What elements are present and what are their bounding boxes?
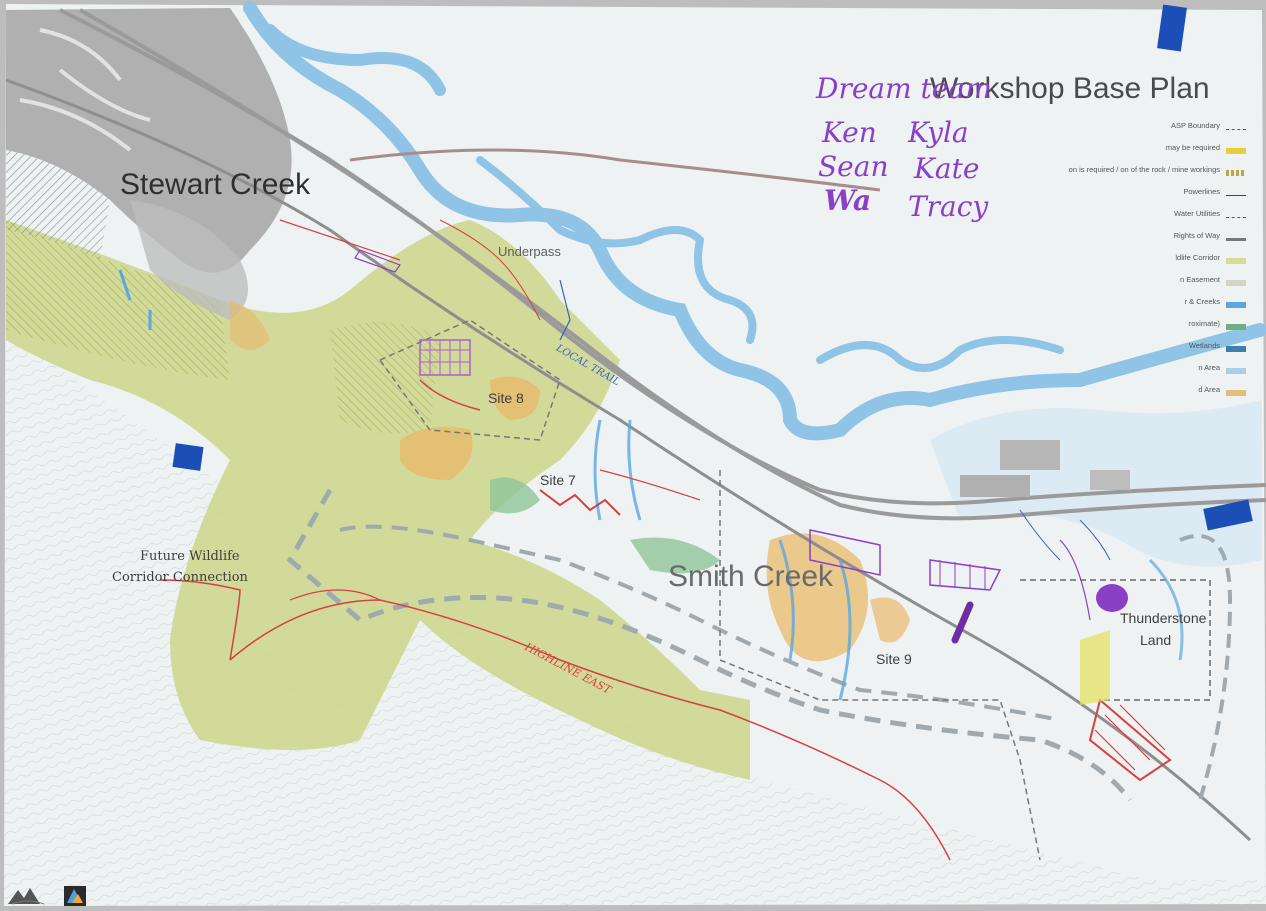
label-smith-creek: Smith Creek <box>668 560 834 593</box>
handwriting-name-kate: Kate <box>914 152 980 185</box>
legend-label: n Easement <box>1179 275 1220 284</box>
handwriting-name-tracy: Tracy <box>908 190 989 223</box>
handwriting-name-sean: Sean <box>818 150 889 183</box>
legend-label: Wetlands <box>1188 341 1220 350</box>
legend-symbol <box>1226 258 1246 264</box>
label-site-9: Site 9 <box>876 651 912 667</box>
label-thunderstone: Thunderstone <box>1120 610 1207 626</box>
legend-symbol <box>1226 195 1246 196</box>
legend-item: r & Creeks <box>1100 294 1250 316</box>
legend-label: roximate) <box>1188 319 1220 328</box>
legend-label: Water Utilities <box>1174 209 1220 218</box>
legend-label: n Area <box>1198 363 1220 372</box>
map-legend: ASP Boundary may be required on is require… <box>1069 118 1250 404</box>
label-corridor-line-2: Corridor Connection <box>112 570 248 585</box>
legend-item: Powerlines <box>1100 184 1250 206</box>
highline-east-trail <box>229 599 951 861</box>
map-title: Workshop Base Plan <box>930 72 1210 105</box>
asp-boundary <box>286 488 1132 802</box>
tape-left <box>172 443 204 471</box>
label-site-7: Site 7 <box>540 472 576 488</box>
legend-symbol <box>1226 302 1246 308</box>
legend-item: ASP Boundary <box>1100 118 1250 140</box>
legend-symbol <box>1226 238 1246 241</box>
handwriting-name-kyla: Kyla <box>908 116 969 149</box>
legend-symbol <box>1226 368 1246 374</box>
legend-label: on is required / on of the rock / mine w… <box>1068 165 1220 174</box>
legend-item: d Area <box>1100 382 1250 404</box>
label-thunderstone-land: Land <box>1140 632 1172 648</box>
legend-item: Water Utilities <box>1100 206 1250 228</box>
label-corridor-line-1: Future Wildlife <box>140 549 240 564</box>
legend-label: d Area <box>1198 385 1220 394</box>
legend-label: Rights of Way <box>1173 231 1220 240</box>
handwriting-name-wa: Wa <box>824 184 872 217</box>
legend-symbol <box>1226 390 1246 396</box>
label-stewart-creek: Stewart Creek <box>120 168 311 201</box>
legend-label: may be required <box>1165 143 1220 152</box>
legend-label: r & Creeks <box>1184 297 1220 306</box>
label-site-8: Site 8 <box>488 390 524 406</box>
handwriting-name-ken: Ken <box>822 116 877 149</box>
handwriting-team-title: Dream team <box>816 72 992 105</box>
legend-symbol <box>1226 346 1246 352</box>
legend-symbol <box>1226 324 1246 330</box>
legend-item: ldlife Corridor <box>1100 250 1250 272</box>
legend-symbol <box>1226 280 1246 286</box>
red-hatched-site <box>1088 698 1172 782</box>
stewart-creek-developed <box>6 8 292 273</box>
legend-label: ASP Boundary <box>1170 121 1220 130</box>
label-underpass: Underpass <box>498 244 561 259</box>
legend-label: Powerlines <box>1183 187 1220 196</box>
legend-item: Wetlands <box>1100 338 1250 360</box>
legend-item: on is required / on of the rock / mine w… <box>1069 162 1250 184</box>
legend-symbol <box>1226 217 1246 218</box>
powerline <box>349 148 881 192</box>
legend-symbol <box>1226 129 1246 130</box>
legend-label: ldlife Corridor <box>1175 253 1220 262</box>
legend-symbol <box>1226 148 1246 154</box>
legend-symbol <box>1226 170 1246 176</box>
legend-item: may be required <box>1100 140 1250 162</box>
legend-item: n Area <box>1100 360 1250 382</box>
legend-item: n Easement <box>1100 272 1250 294</box>
legend-item: Rights of Way <box>1100 228 1250 250</box>
legend-item: roximate) <box>1100 316 1250 338</box>
